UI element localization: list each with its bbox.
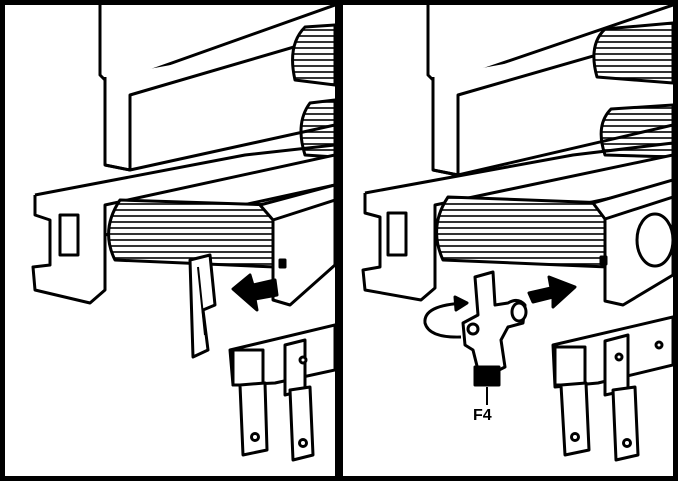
part-f4-foot: [473, 365, 501, 387]
terminal-tab-1: [238, 381, 269, 457]
replacement-part-f4: [461, 270, 527, 375]
left-panel-illustration: [31, 5, 335, 462]
left-panel-removal-step: [5, 5, 335, 476]
terminal-tab-2: [288, 385, 315, 462]
right-panel-illustration: [361, 5, 673, 462]
removal-arrow: [231, 273, 279, 312]
right-panel-installation-step: F4: [343, 5, 673, 476]
upper-cylinder: [291, 23, 335, 87]
part-callout-label: F4: [473, 407, 492, 424]
main-cylinder: [107, 198, 277, 269]
rotation-arrow: [423, 301, 466, 339]
insertion-arrow: [527, 275, 577, 309]
